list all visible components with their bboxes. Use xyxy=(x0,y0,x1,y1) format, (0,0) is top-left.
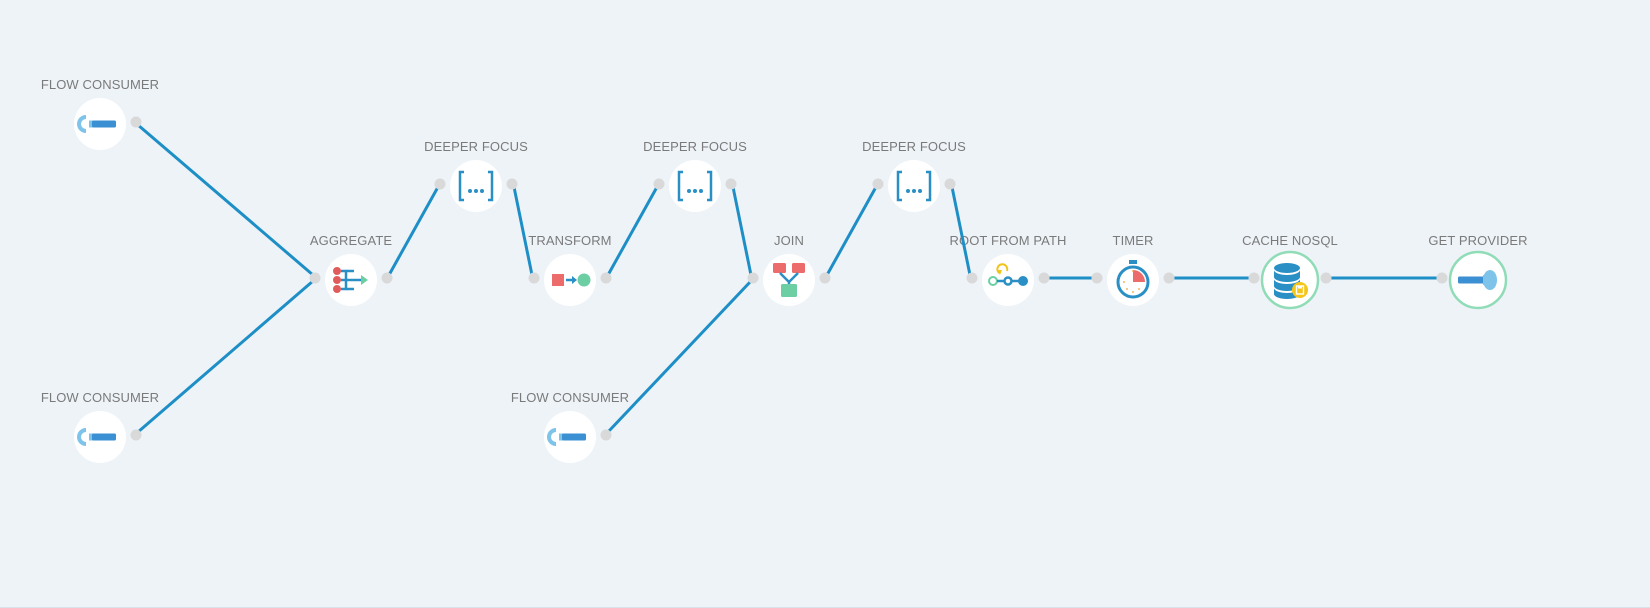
edge-join-to-deeper-focus-3[interactable] xyxy=(825,185,878,277)
node-cache-nosql[interactable] xyxy=(1248,250,1332,310)
output-port[interactable] xyxy=(130,116,142,128)
output-port[interactable] xyxy=(130,429,142,441)
node-label-deeper-focus-1: DEEPER FOCUS xyxy=(424,139,528,154)
input-port[interactable] xyxy=(309,272,321,284)
output-port[interactable] xyxy=(1320,272,1332,284)
node-label-flow-consumer-3: FLOW CONSUMER xyxy=(510,390,630,405)
edge-transform-to-deeper-focus-2[interactable] xyxy=(606,185,659,277)
node-label-transform: TRANSFORM xyxy=(528,233,612,248)
input-port[interactable] xyxy=(528,272,540,284)
node-label-join: JOIN xyxy=(773,233,805,248)
node-label-root-from-path: ROOT FROM PATH xyxy=(949,233,1067,248)
node-aggregate[interactable] xyxy=(309,254,393,306)
nodes-layer xyxy=(74,98,1508,463)
output-port[interactable] xyxy=(600,429,612,441)
node-timer[interactable] xyxy=(1091,254,1175,306)
output-port[interactable] xyxy=(819,272,831,284)
input-port[interactable] xyxy=(872,178,884,190)
node-label-flow-consumer-2: FLOW CONSUMER xyxy=(40,390,160,405)
edge-deeper-focus-2-to-join[interactable] xyxy=(731,185,753,277)
node-flow-consumer-3[interactable] xyxy=(544,411,612,463)
output-port[interactable] xyxy=(506,178,518,190)
input-port[interactable] xyxy=(1091,272,1103,284)
node-body[interactable] xyxy=(888,160,940,212)
node-label-deeper-focus-3: DEEPER FOCUS xyxy=(862,139,966,154)
node-transform[interactable] xyxy=(528,254,612,306)
node-get-provider[interactable] xyxy=(1436,250,1508,310)
input-port[interactable] xyxy=(747,272,759,284)
node-label-aggregate: AGGREGATE xyxy=(309,233,393,248)
output-port[interactable] xyxy=(944,178,956,190)
node-deeper-focus-2[interactable] xyxy=(653,160,737,212)
output-port[interactable] xyxy=(1038,272,1050,284)
output-port[interactable] xyxy=(1163,272,1175,284)
edge-flow-consumer-2-to-aggregate[interactable] xyxy=(136,279,315,434)
node-join[interactable] xyxy=(747,254,831,306)
output-port[interactable] xyxy=(725,178,737,190)
node-label-flow-consumer-1: FLOW CONSUMER xyxy=(40,77,160,92)
node-label-get-provider: GET PROVIDER xyxy=(1428,233,1528,248)
edge-aggregate-to-deeper-focus-1[interactable] xyxy=(387,185,440,277)
node-flow-consumer-1[interactable] xyxy=(74,98,142,150)
input-port[interactable] xyxy=(966,272,978,284)
input-port[interactable] xyxy=(653,178,665,190)
input-port[interactable] xyxy=(1248,272,1260,284)
edge-flow-consumer-1-to-aggregate[interactable] xyxy=(136,123,315,277)
node-root-from-path[interactable] xyxy=(966,254,1050,306)
node-label-timer: TIMER xyxy=(1112,233,1154,248)
node-body[interactable] xyxy=(669,160,721,212)
input-port[interactable] xyxy=(434,178,446,190)
input-port[interactable] xyxy=(1436,272,1448,284)
node-flow-consumer-2[interactable] xyxy=(74,411,142,463)
edges-layer xyxy=(136,123,1438,434)
node-body[interactable] xyxy=(763,254,815,306)
edge-deeper-focus-3-to-root-from-path[interactable] xyxy=(950,185,972,277)
node-label-cache-nosql: CACHE NOSQL xyxy=(1242,233,1338,248)
node-deeper-focus-1[interactable] xyxy=(434,160,518,212)
edge-flow-consumer-3-to-join[interactable] xyxy=(606,279,753,434)
node-deeper-focus-3[interactable] xyxy=(872,160,956,212)
node-label-deeper-focus-2: DEEPER FOCUS xyxy=(643,139,747,154)
node-body[interactable] xyxy=(450,160,502,212)
output-port[interactable] xyxy=(381,272,393,284)
output-port[interactable] xyxy=(600,272,612,284)
edge-deeper-focus-1-to-transform[interactable] xyxy=(512,185,534,277)
